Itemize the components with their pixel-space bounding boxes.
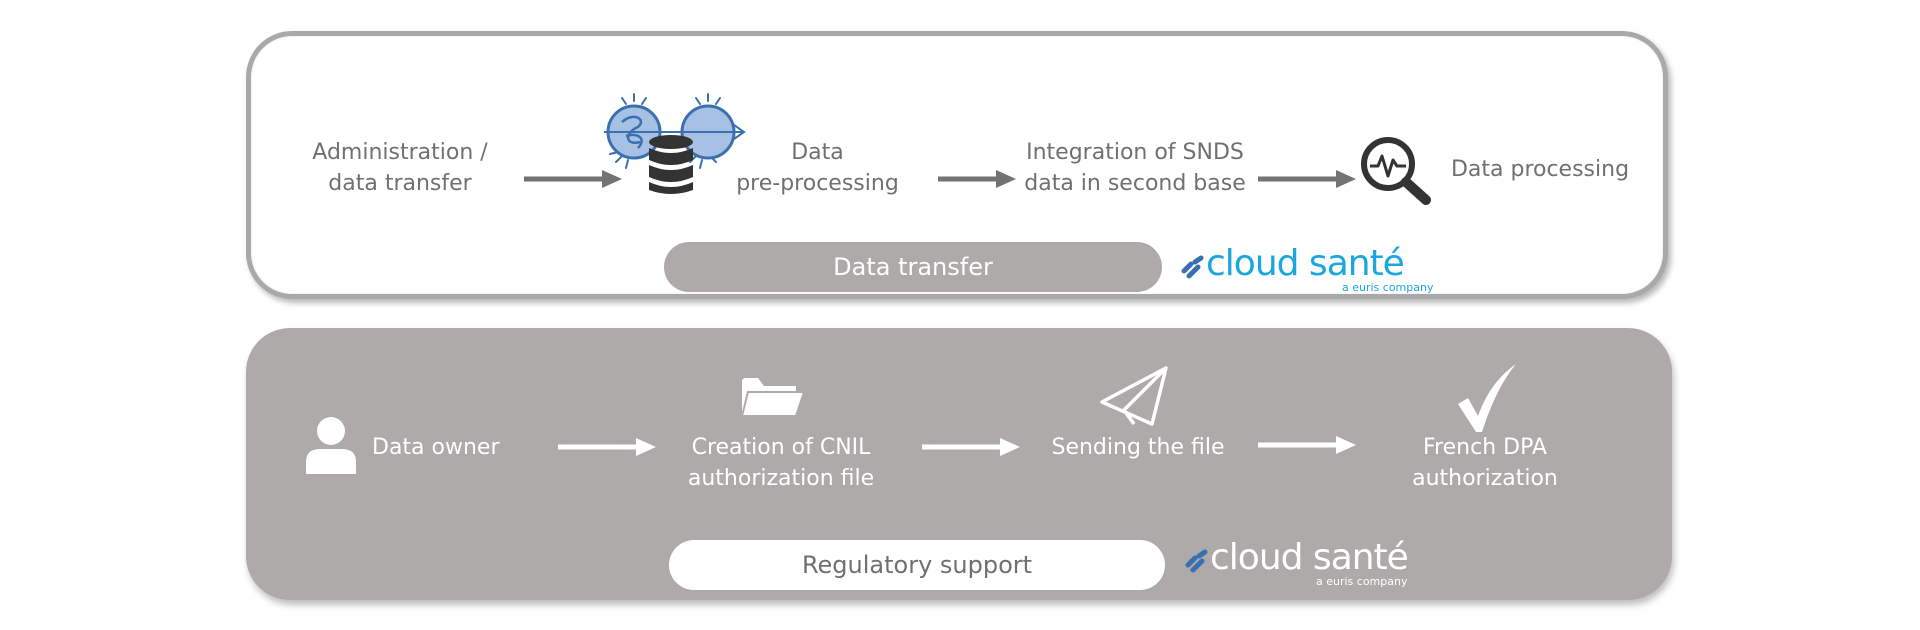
folder-icon: [740, 378, 806, 417]
step-data-owner-label: Data owner: [372, 435, 500, 460]
paper-plane-icon: [1100, 366, 1168, 426]
cloud-sante-logo: cloud santé a euris company: [1180, 244, 1433, 294]
step-administration-label: Administration / data transfer: [312, 140, 488, 196]
step-preprocessing-label: Data pre-processing: [736, 140, 899, 196]
arrow-right-icon: [922, 438, 1020, 456]
person-icon: [306, 417, 356, 474]
arrow-right-icon: [558, 438, 656, 456]
cloud-sante-logo-icon: [1181, 255, 1204, 279]
data-flow-database-icon: [604, 93, 746, 194]
step-integration-label: Integration of SNDS data in second base: [1024, 140, 1246, 196]
step-data-processing-label: Data processing: [1450, 157, 1630, 182]
arrow-right-icon: [1258, 170, 1356, 188]
regulatory-support-badge: Regulatory support: [669, 540, 1165, 590]
cloud-sante-logo-icon: [1185, 549, 1208, 573]
cloud-sante-logo: cloud santé a euris company: [1184, 538, 1424, 590]
step-french-dpa-label: French DPA authorization: [1412, 435, 1558, 491]
arrow-right-icon: [524, 170, 622, 188]
arrow-right-icon: [938, 170, 1016, 188]
checkmark-icon: [1458, 364, 1516, 432]
magnifier-pulse-icon: [1361, 137, 1431, 205]
step-sending-label: Sending the file: [1051, 435, 1225, 460]
step-cnil-file-label: Creation of CNIL authorization file: [687, 435, 875, 491]
data-transfer-badge: Data transfer: [664, 242, 1162, 292]
arrow-right-icon: [1258, 436, 1356, 454]
